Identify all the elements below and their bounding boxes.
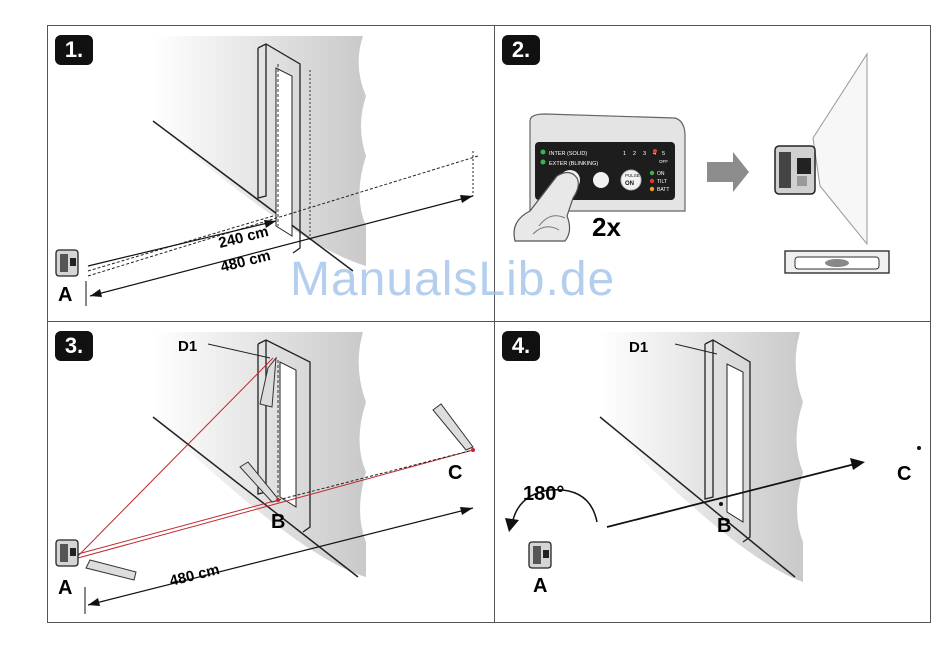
rotation-label: 180° — [523, 483, 564, 505]
laser-plane — [813, 54, 867, 244]
wall-shade — [153, 332, 366, 577]
status-batt: BATT — [657, 187, 669, 193]
mode-1: 1 — [623, 151, 626, 157]
label-480cm: 480 cm — [219, 247, 272, 276]
wall-shade — [600, 332, 803, 582]
mode-2: 2 — [633, 151, 636, 157]
mark-d1-label: D1 — [629, 339, 648, 356]
pencil-icon — [86, 560, 136, 580]
panel-3-illustration: D1 480 cm A B C — [48, 322, 494, 622]
laser-device-icon — [529, 542, 551, 568]
mode-3: 3 — [643, 151, 646, 157]
laser-device-icon — [56, 250, 78, 276]
point-a-label: A — [533, 575, 547, 597]
status-on: ON — [657, 171, 665, 177]
panel-3: 3. D1 480 cm A B — [48, 322, 494, 622]
point-b-label: B — [271, 511, 285, 533]
pulse-label: PULSE — [625, 173, 640, 178]
point-c-label: C — [448, 462, 462, 484]
watermark: ManualsLib.de — [290, 252, 615, 307]
point-c-label: C — [897, 463, 911, 485]
laser-device-icon — [775, 146, 815, 194]
point-a-label: A — [58, 577, 72, 599]
panel-4: 4. D1 180° A B C — [495, 322, 931, 622]
mark-d1-label: D1 — [178, 338, 197, 355]
panel-4-illustration: D1 180° A B C — [495, 322, 931, 622]
press-count-label: 2x — [592, 212, 621, 242]
secondary-button — [593, 172, 609, 188]
status-tilt: TILT — [657, 179, 667, 185]
label-exter: EXTER (BLINKING) — [549, 161, 598, 167]
level-vial-icon — [785, 251, 889, 273]
mode-5: 5 — [662, 151, 665, 157]
pulse-on-label: ON — [625, 181, 634, 187]
label-off: OFF — [659, 159, 668, 164]
point-a-label: A — [58, 284, 72, 306]
arrow-right-icon — [707, 152, 749, 192]
pencil-icon — [433, 404, 473, 450]
point-b-label: B — [717, 515, 731, 537]
label-480cm: 480 cm — [168, 561, 221, 590]
label-inter: INTER (SOLID) — [549, 151, 587, 157]
laser-device-icon — [56, 540, 78, 566]
laser-line-ab — [78, 500, 278, 554]
